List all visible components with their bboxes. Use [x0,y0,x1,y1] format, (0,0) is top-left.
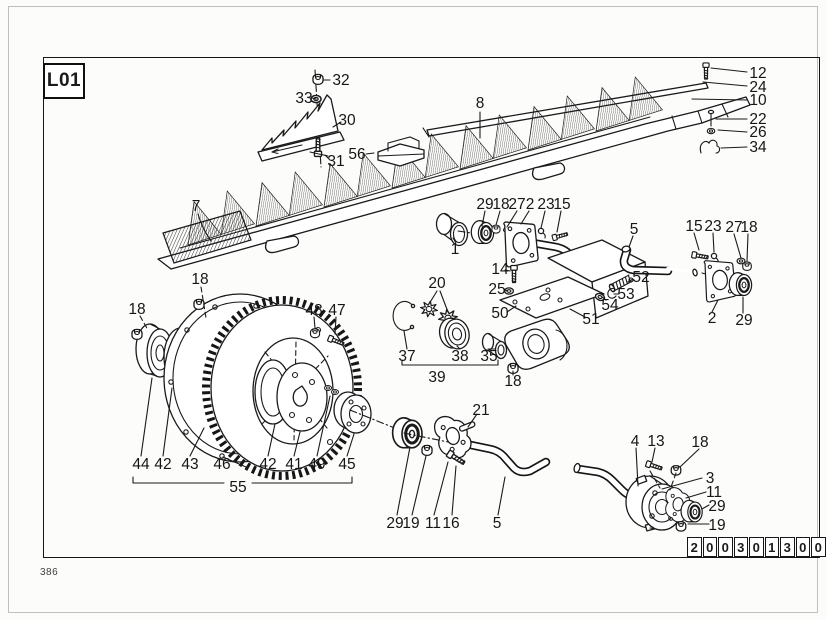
part-callout-35-38: 35 [480,348,497,365]
part-callout-34-12: 34 [749,139,767,156]
part-callout-25-21: 25 [488,281,505,298]
leader-lines [132,67,749,525]
part-callout-38-37: 38 [451,348,468,365]
part-code-cell: 0 [718,537,733,557]
part-callout-18-14: 18 [492,196,509,213]
part-callout-51-24: 51 [582,311,599,328]
part-callout-11-56: 11 [425,515,441,532]
part-callout-29-35: 29 [735,312,752,329]
part-callout-4-59: 4 [631,433,640,450]
part-callout-18-61: 18 [691,434,708,451]
part-callout-19-55: 19 [402,515,419,532]
part-callout-18-33: 18 [740,219,757,236]
part-callout-10-9: 10 [749,92,767,109]
part-callout-23-17: 23 [537,196,554,213]
part-callout-27-15: 27 [508,196,525,213]
part-callout-42-48: 42 [259,456,276,473]
part-callout-5-58: 5 [493,515,502,532]
part-callout-45-51: 45 [338,456,355,473]
page-number: 386 [40,567,59,578]
sheet-code-label: L01 [46,70,82,91]
part-callout-15-18: 15 [553,196,570,213]
part-callout-50-23: 50 [491,305,509,322]
part-callout-29-54: 29 [386,515,403,532]
part-code-cell: 0 [749,537,764,557]
part-callout-21-53: 21 [472,402,489,419]
part-callout-3-62: 3 [706,470,715,487]
part-callout-15-30: 15 [685,218,702,235]
part-callout-37-36: 37 [398,348,415,365]
gear-disc-cluster [131,293,403,480]
part-callout-49-50: 49 [308,456,325,473]
top-right-parts [699,62,721,154]
part-callout-46-47: 46 [213,456,230,473]
part-callout-24-8: 24 [749,79,767,96]
part-callout-7-6: 7 [192,198,201,215]
part-code-cell: 3 [733,537,748,557]
part-callout-47-43: 47 [328,302,345,319]
part-callout-22-10: 22 [749,111,766,128]
cutter-bar-assembly [157,72,751,270]
part-callout-32-0: 32 [332,72,349,89]
sheet-code-box: L01 [43,63,85,99]
part-code-cell: 2 [687,537,702,557]
part-callout-23-31: 23 [704,218,721,235]
part-callout-42-45: 42 [154,456,171,473]
part-callout-20-22: 20 [428,275,446,292]
part-code-cell: 0 [702,537,717,557]
drawing-frame [43,57,820,558]
part-callout-29-13: 29 [476,196,493,213]
part-callout-55-52: 55 [229,479,246,496]
part-callout-52-25: 52 [632,269,649,286]
scan-border [8,6,818,613]
part-callout-33-1: 33 [295,90,312,107]
part-callout-8-5: 8 [476,95,485,112]
part-callout-16-57: 16 [442,515,459,532]
lower-middle-assembly [391,412,551,477]
part-code-cell: 0 [811,537,826,557]
part-code-cell: 0 [795,537,810,557]
part-callout-12-7: 12 [749,65,766,82]
part-callout-19-65: 19 [708,517,725,534]
part-callout-1-19: 1 [451,241,460,258]
part-callout-13-60: 13 [647,433,664,450]
part-callout-54-27: 54 [601,297,619,314]
knife-clip-56 [365,136,425,167]
part-callout-11-63: 11 [706,484,722,501]
part-callout-39-39: 39 [428,369,445,386]
part-callout-18-28: 18 [504,373,521,390]
part-callout-18-41: 18 [191,271,208,288]
part-callout-30-2: 30 [338,112,356,129]
part-callout-14-20: 14 [491,261,509,278]
right-arm-assembly [619,245,753,303]
part-code-cell: 3 [780,537,795,557]
part-callout-41-49: 41 [285,456,302,473]
part-code-boxes: 2 0 0 3 0 1 3 0 0 [687,537,826,557]
part-callout-2-16: 2 [526,196,535,213]
part-callout-31-3: 31 [327,153,344,170]
part-callout-53-26: 53 [617,286,634,303]
part-callout-27-32: 27 [725,219,742,236]
part-code-cell: 1 [764,537,779,557]
part-callout-5-29: 5 [630,221,639,238]
part-callout-56-4: 56 [348,146,365,163]
part-callout-48-42: 48 [305,302,322,319]
part-callout-2-34: 2 [708,310,717,327]
knife-section-30-group [257,69,425,168]
part-callout-44-44: 44 [132,456,150,473]
support-bracket-group [499,239,649,375]
part-callout-43-46: 43 [181,456,198,473]
part-callout-29-64: 29 [708,498,725,515]
part-callout-18-40: 18 [128,301,145,318]
part-callout-26-11: 26 [749,124,766,141]
